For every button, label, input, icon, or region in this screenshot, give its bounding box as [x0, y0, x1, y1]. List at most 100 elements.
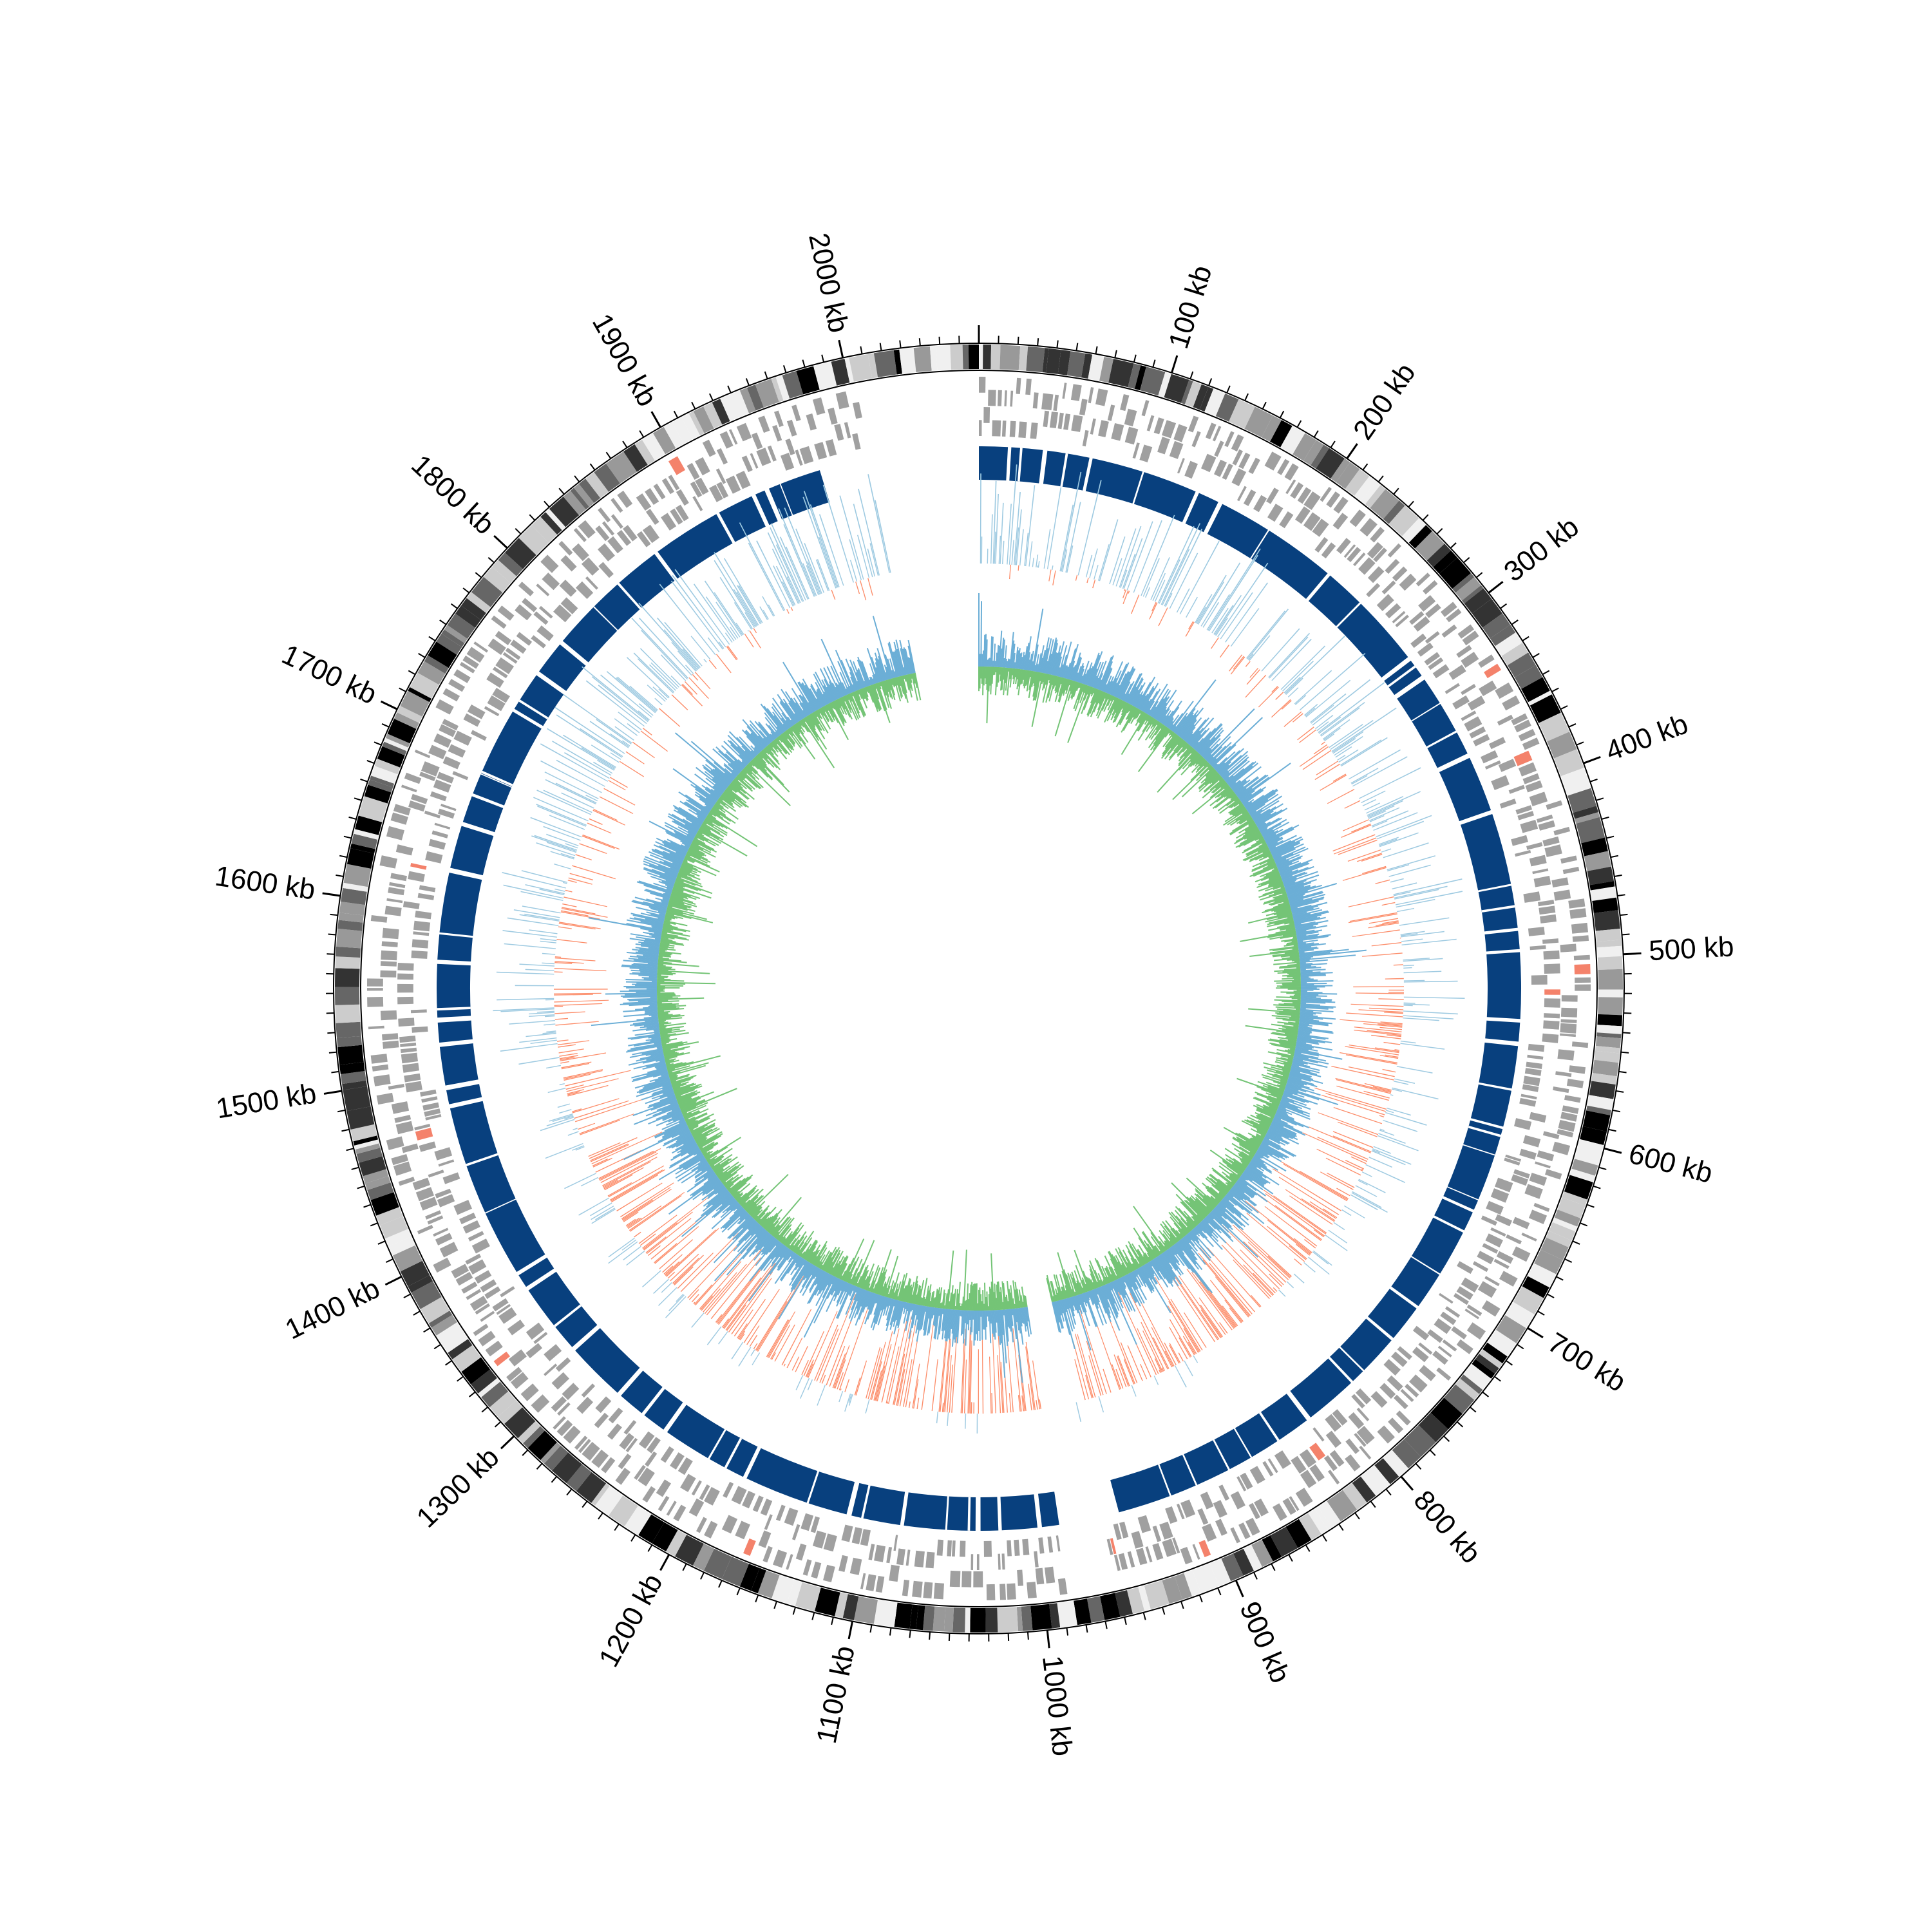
gc-inward-bar: [777, 1225, 790, 1241]
reverse-feature: [723, 1481, 734, 1498]
minor-tick: [1621, 1051, 1629, 1054]
gc-inward-bar: [1267, 880, 1283, 887]
gc-outward-bar: [647, 1097, 676, 1108]
forward-feature: [762, 1546, 773, 1563]
gc-outward-bar: [817, 1273, 830, 1296]
forward-feature: [1035, 1567, 1045, 1585]
skew-negative-bar: [1348, 896, 1394, 907]
gc-outward-bar: [1006, 1309, 1009, 1327]
gc-inward-bar: [1137, 1249, 1148, 1264]
skew-positive-bar: [597, 759, 614, 771]
gc-outward-bar: [1202, 1218, 1227, 1244]
gc-inward-bar: [1260, 891, 1287, 901]
forward-feature: [1466, 1322, 1486, 1340]
gc-outward-bar: [659, 1092, 675, 1098]
minor-tick: [1142, 1612, 1146, 1620]
skew-positive-bar: [1115, 528, 1137, 587]
gc-outward-bar: [1252, 813, 1262, 820]
forward-feature: [393, 1161, 412, 1176]
forward-feature: [466, 1289, 481, 1300]
gc-inward-bar: [971, 1285, 974, 1311]
gc-outward-bar: [1191, 730, 1207, 748]
minor-tick: [1133, 354, 1137, 363]
gc-outward-bar: [720, 1207, 744, 1229]
skew-negative-bar: [560, 1061, 569, 1064]
gc-outward-bar: [1144, 1264, 1159, 1284]
gc-inward-bar: [1177, 738, 1183, 746]
gc-inward-bar: [1267, 1069, 1289, 1077]
ideogram-band: [1088, 354, 1104, 381]
tick-label: 300 kb: [1498, 511, 1584, 588]
ideogram-band: [1594, 1050, 1620, 1063]
gc-inward-bar: [1178, 1208, 1196, 1227]
gc-outward-bar: [720, 1202, 739, 1218]
forward-feature: [1320, 487, 1332, 502]
gc-outward-bar: [1074, 672, 1079, 682]
gc-inward-bar: [1082, 1287, 1085, 1293]
gc-inward-bar: [968, 1293, 971, 1311]
minor-tick: [536, 1463, 543, 1470]
skew-negative-bar: [592, 810, 625, 826]
skew-positive-bar: [547, 728, 615, 770]
ideogram-band: [570, 488, 589, 510]
gc-inward-bar: [1083, 687, 1094, 710]
minor-tick: [433, 1343, 441, 1350]
skew-negative-bar: [1272, 1168, 1341, 1211]
ideogram-band: [336, 929, 363, 949]
skew-negative-bar: [1273, 1195, 1327, 1234]
skew-positive-bar: [1332, 737, 1356, 754]
gc-outward-bar: [1241, 1174, 1264, 1191]
gc-inward-bar: [825, 1247, 840, 1273]
reverse-feature: [448, 744, 466, 758]
gc-outward-bar: [1256, 822, 1265, 828]
gc-inward-bar: [1110, 1266, 1118, 1280]
skew-negative-bar: [1188, 1342, 1196, 1355]
gc-outward-bar: [795, 1258, 804, 1271]
reverse-feature: [463, 713, 481, 727]
gc-inward-bar: [1232, 1136, 1258, 1152]
ideogram-band: [746, 384, 764, 411]
reverse-feature: [1439, 1293, 1454, 1304]
gc-inward-bar: [726, 1175, 743, 1189]
skew-negative-bar: [1243, 1264, 1273, 1296]
gc-outward-bar: [1221, 1199, 1242, 1218]
gc-inward-bar: [1260, 1120, 1271, 1126]
gc-outward-bar: [1280, 1099, 1289, 1103]
gc-inward-bar: [1175, 1215, 1191, 1233]
skew-negative-bar: [643, 1222, 677, 1250]
minor-tick: [1589, 779, 1598, 782]
skew-positive-bar: [1197, 581, 1224, 625]
skew-negative-bar: [1153, 1337, 1170, 1369]
minor-tick: [1522, 636, 1530, 641]
ideogram-band: [1593, 1059, 1619, 1077]
forward-feature: [1349, 509, 1366, 527]
gc-outward-bar: [1242, 1172, 1274, 1195]
gc-inward-bar: [747, 1203, 757, 1213]
gc-inward-bar: [1256, 1093, 1280, 1104]
gc-outward-bar: [691, 1160, 708, 1171]
gc-inward-bar: [715, 1168, 724, 1175]
gc-outward-bar: [915, 1304, 919, 1316]
gc-inward-bar: [853, 1263, 864, 1286]
skew-negative-bar: [578, 1122, 596, 1130]
gc-inward-bar: [848, 1274, 853, 1283]
forward-feature: [702, 439, 716, 457]
gc-inward-bar: [1089, 690, 1101, 714]
gc-outward-bar: [1143, 698, 1152, 713]
skew-negative-bar: [1006, 1332, 1014, 1412]
gc-inward-bar: [1209, 1173, 1231, 1191]
skew-negative-bar: [558, 1048, 584, 1054]
gc-inward-bar: [947, 1250, 954, 1309]
skew-negative-bar: [677, 1253, 714, 1289]
gc-outward-bar: [723, 1208, 744, 1229]
gc-inward-bar: [1255, 1091, 1281, 1103]
gc-outward-bar: [1108, 677, 1117, 695]
gc-inward-bar: [892, 1292, 895, 1300]
skew-positive-bar: [1278, 1289, 1286, 1297]
ideogram-band: [1336, 462, 1360, 489]
ideogram-band: [1327, 1490, 1358, 1522]
ideogram-band: [652, 426, 676, 455]
gc-inward-bar: [1012, 668, 1015, 679]
skew-positive-bar: [987, 548, 989, 564]
gc-inward-bar: [1249, 864, 1277, 877]
